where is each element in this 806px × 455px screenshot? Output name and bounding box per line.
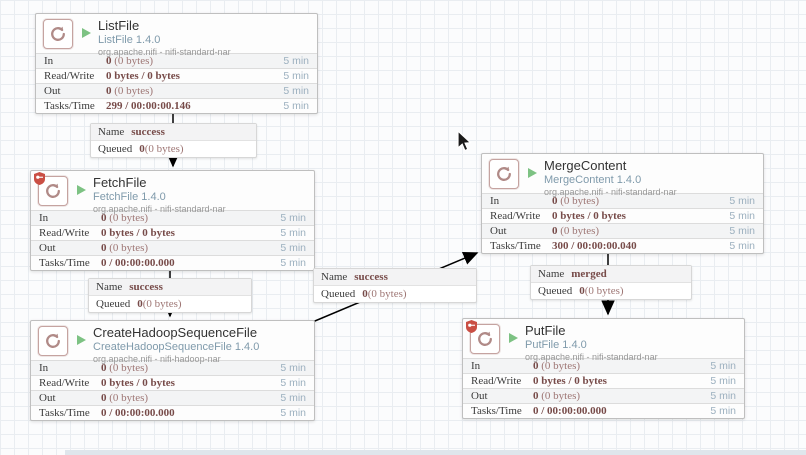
run-status-play-icon [509, 333, 518, 343]
connection-name-value: success [131, 126, 165, 138]
processor-fetchfile[interactable]: FetchFile FetchFile 1.4.0 org.apache.nif… [30, 170, 315, 271]
processor-header: MergeContent MergeContent 1.4.0 org.apac… [482, 154, 763, 197]
processor-loop-icon [34, 172, 68, 206]
connection-name-value: success [129, 281, 163, 293]
processor-loop-icon [43, 19, 73, 49]
processor-header: CreateHadoopSequenceFile CreateHadoopSeq… [31, 321, 314, 364]
connection-queued-count: 0 [139, 143, 145, 155]
processor-header: ListFile ListFile 1.4.0 org.apache.nifi … [36, 14, 317, 57]
connection-queued-bytes: (0 bytes) [584, 285, 624, 297]
connection-label-listfile-success[interactable]: Name success Queued 0 (0 bytes) [90, 123, 257, 158]
processor-type: MergeContent 1.4.0 [544, 173, 642, 186]
connection-queued-key: Queued [98, 143, 133, 155]
run-status-play-icon [528, 168, 537, 178]
processor-bundle: org.apache.nifi - nifi-standard-nar [98, 46, 231, 57]
processor-title: ListFile [98, 19, 140, 33]
processor-type: PutFile 1.4.0 [525, 338, 587, 351]
connection-name-key: Name [538, 268, 565, 280]
connection-name-value: merged [571, 268, 607, 280]
processor-header: FetchFile FetchFile 1.4.0 org.apache.nif… [31, 171, 314, 214]
processor-type: ListFile 1.4.0 [98, 33, 161, 46]
restricted-shield-icon [34, 172, 45, 190]
run-status-play-icon [77, 185, 86, 195]
processor-bundle: org.apache.nifi - nifi-standard-nar [93, 203, 226, 214]
processor-header: PutFile PutFile 1.4.0 org.apache.nifi - … [463, 319, 744, 362]
connection-name-key: Name [321, 271, 348, 283]
connection-queued-count: 0 [579, 285, 585, 297]
run-status-play-icon [82, 28, 91, 38]
connection-name-value: success [354, 271, 388, 283]
connection-queued-count: 0 [137, 298, 143, 310]
mouse-cursor-icon [457, 130, 472, 152]
processor-title: FetchFile [93, 176, 147, 190]
connection-queued-key: Queued [321, 288, 356, 300]
processor-loop-icon [466, 320, 500, 354]
connection-name-key: Name [96, 281, 123, 293]
restricted-shield-icon [466, 320, 477, 338]
connection-queued-bytes: (0 bytes) [367, 288, 407, 300]
horizontal-scrollbar[interactable] [65, 450, 806, 455]
processor-bundle: org.apache.nifi - nifi-standard-nar [544, 186, 677, 197]
processor-title: CreateHadoopSequenceFile [93, 326, 258, 340]
connection-queued-key: Queued [96, 298, 131, 310]
connection-label-fetchfile-success[interactable]: Name success Queued 0 (0 bytes) [88, 278, 252, 313]
processor-type: FetchFile 1.4.0 [93, 190, 166, 203]
connection-label-mergecontent-merged[interactable]: Name merged Queued 0 (0 bytes) [530, 265, 692, 300]
processor-loop-icon [38, 326, 68, 356]
processor-bundle: org.apache.nifi - nifi-hadoop-nar [93, 353, 221, 364]
connection-name-key: Name [98, 126, 125, 138]
processor-title: PutFile [525, 324, 566, 338]
processor-loop-icon [489, 159, 519, 189]
connection-queued-bytes: (0 bytes) [142, 298, 182, 310]
processor-mergecontent[interactable]: MergeContent MergeContent 1.4.0 org.apac… [481, 153, 764, 254]
processor-bundle: org.apache.nifi - nifi-standard-nar [525, 351, 658, 362]
processor-createhadoopsequencefile[interactable]: CreateHadoopSequenceFile CreateHadoopSeq… [30, 320, 315, 421]
processor-putfile[interactable]: PutFile PutFile 1.4.0 org.apache.nifi - … [462, 318, 745, 419]
processor-title: MergeContent [544, 159, 627, 173]
connection-queued-key: Queued [538, 285, 573, 297]
run-status-play-icon [77, 335, 86, 345]
processor-listfile[interactable]: ListFile ListFile 1.4.0 org.apache.nifi … [35, 13, 318, 114]
connection-queued-bytes: (0 bytes) [144, 143, 184, 155]
processor-type: CreateHadoopSequenceFile 1.4.0 [93, 340, 260, 353]
